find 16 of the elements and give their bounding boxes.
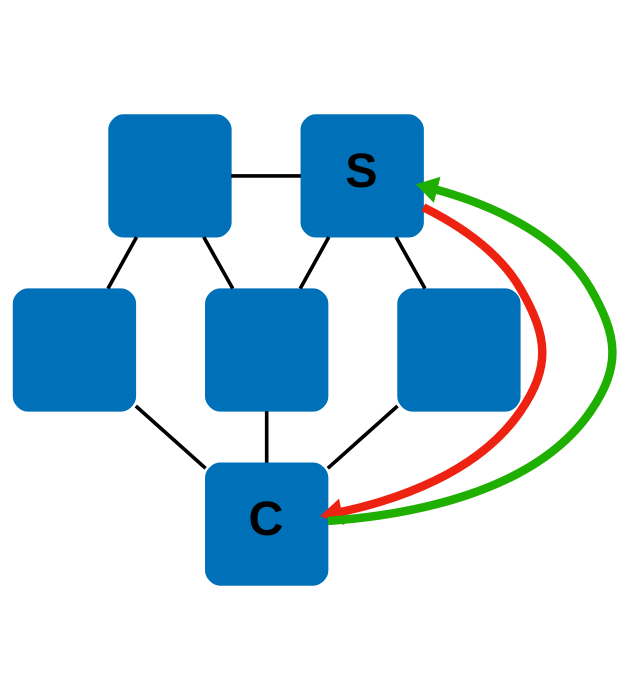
arrow [320, 203, 546, 525]
node-box [205, 288, 328, 412]
connector [134, 404, 207, 470]
node-box [397, 288, 521, 412]
node-box [108, 114, 232, 238]
node-box: C [205, 462, 328, 586]
connector [264, 410, 268, 462]
arrow [328, 176, 617, 525]
connector [106, 236, 138, 289]
connector [231, 174, 301, 178]
node-box [12, 288, 136, 412]
node-box: S [300, 114, 424, 238]
connector [326, 404, 399, 470]
connector [298, 236, 330, 289]
connector [394, 236, 427, 289]
connector [202, 236, 234, 289]
